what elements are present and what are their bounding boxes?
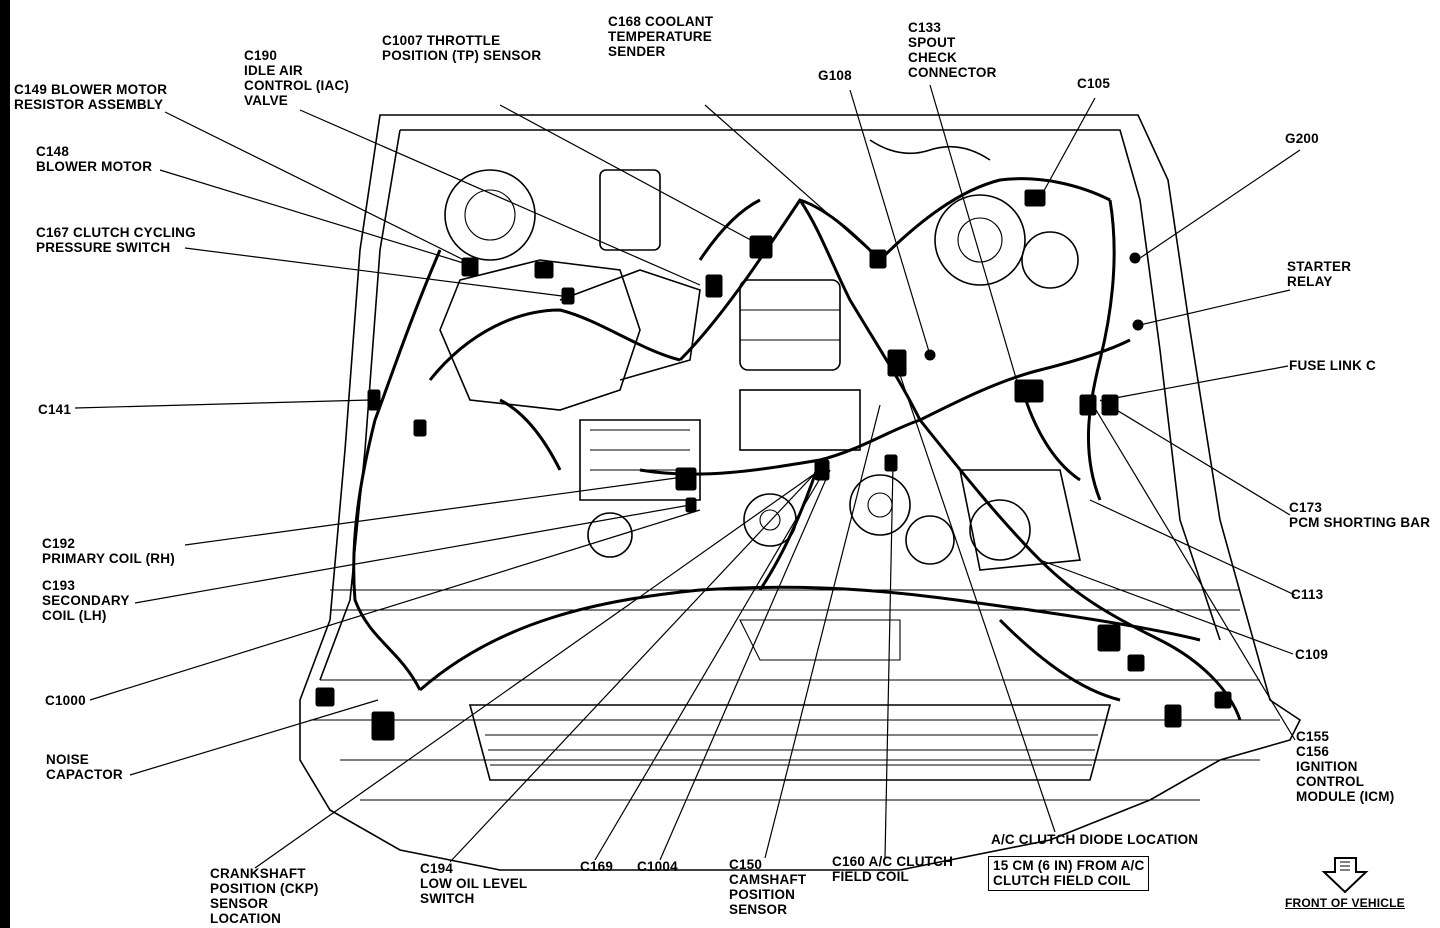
label-c1004: C1004	[637, 859, 678, 874]
label-c1000: C1000	[45, 693, 86, 708]
label-c141: C141	[38, 402, 72, 417]
engine-components	[439, 139, 1081, 661]
label-g200: G200	[1285, 131, 1319, 146]
label-fuse-link-c: FUSE LINK C	[1289, 358, 1376, 373]
label-c109: C109	[1295, 647, 1329, 662]
label-c105: C105	[1077, 76, 1111, 91]
label-c169: C169	[580, 859, 614, 874]
connectors	[315, 189, 1232, 741]
label-c113: C113	[1291, 587, 1324, 602]
scan-edge-bar	[0, 0, 10, 928]
label-g108: G108	[818, 68, 852, 83]
leader-lines	[74, 84, 1301, 869]
label-diode-location: A/C CLUTCH DIODE LOCATION	[991, 832, 1199, 847]
label-front-of-vehicle: FRONT OF VEHICLE	[1285, 896, 1405, 910]
front-arrow-icon	[1321, 857, 1369, 894]
engine-compartment-outline	[299, 114, 1302, 871]
